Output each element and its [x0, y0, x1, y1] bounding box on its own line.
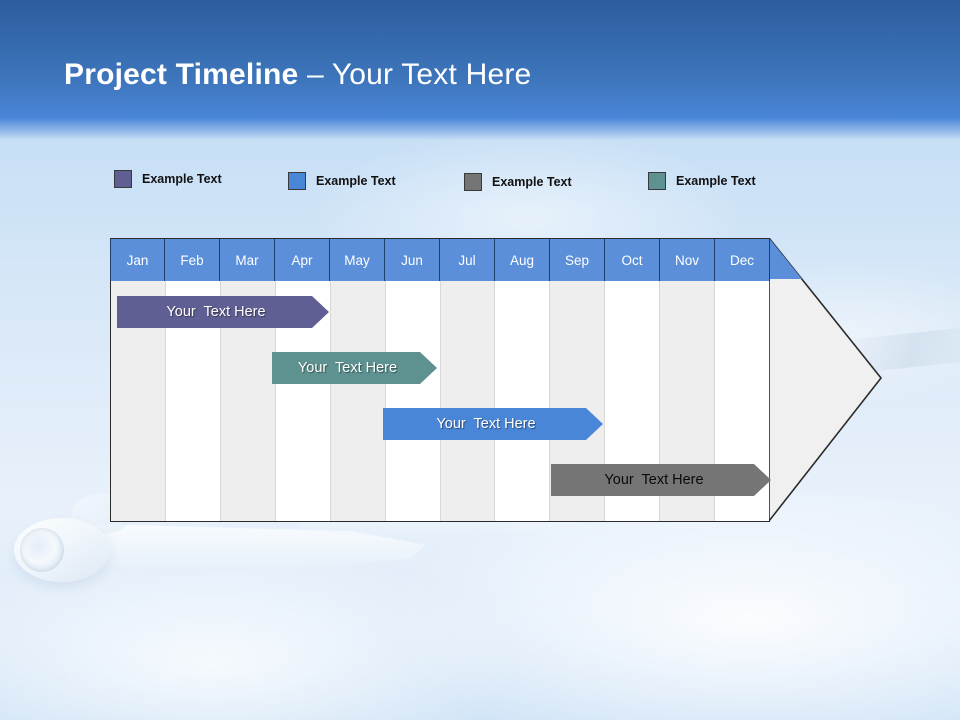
task-bar-1-label: Your Text Here [166, 304, 266, 320]
task-bar-2[interactable]: Your Text Here [272, 352, 437, 384]
legend-swatch-blue [288, 172, 306, 190]
task-bar-1[interactable]: Your Text Here [117, 296, 329, 328]
legend-swatch-gray [464, 173, 482, 191]
month-cell-nov: Nov [660, 239, 715, 281]
airplane-engine-graphic [14, 518, 110, 582]
task-bar-4[interactable]: Your Text Here [551, 464, 771, 496]
task-bar-2-label: Your Text Here [297, 360, 398, 376]
grid-column-aug [495, 238, 551, 521]
legend-item-4[interactable]: Example Text [648, 172, 756, 190]
grid-column-mar [220, 238, 276, 521]
month-cell-mar: Mar [220, 239, 275, 281]
page-title-strong: Project Timeline [64, 58, 299, 91]
month-cell-jul: Jul [440, 239, 495, 281]
grid-column-feb [165, 238, 221, 521]
legend-label-3: Example Text [492, 175, 572, 189]
timeline-arrow-head [769, 238, 883, 523]
legend-label-2: Example Text [316, 174, 396, 188]
month-cell-dec: Dec [715, 239, 770, 281]
legend-label-4: Example Text [676, 174, 756, 188]
legend-item-3[interactable]: Example Text [464, 173, 572, 191]
legend-label-1: Example Text [142, 172, 222, 186]
grid-column-jan [111, 238, 166, 521]
month-cell-feb: Feb [165, 239, 220, 281]
task-bar-4-label: Your Text Here [604, 472, 704, 488]
legend-swatch-purple [114, 170, 132, 188]
task-bar-3-label: Your Text Here [436, 416, 536, 432]
month-cell-apr: Apr [275, 239, 330, 281]
legend-item-1[interactable]: Example Text [114, 170, 222, 188]
month-cell-aug: Aug [495, 239, 550, 281]
month-cell-jan: Jan [110, 239, 165, 281]
month-cell-sep: Sep [550, 239, 605, 281]
legend-item-2[interactable]: Example Text [288, 172, 396, 190]
page-title: Project Timeline – Your Text Here [64, 58, 531, 92]
grid-column-jul [440, 238, 496, 521]
month-cell-may: May [330, 239, 385, 281]
title-banner: Project Timeline – Your Text Here [0, 0, 960, 140]
month-cell-jun: Jun [385, 239, 440, 281]
legend-swatch-teal [648, 172, 666, 190]
month-cell-oct: Oct [605, 239, 660, 281]
page-title-light: – Your Text Here [298, 58, 532, 91]
task-bar-3[interactable]: Your Text Here [383, 408, 603, 440]
